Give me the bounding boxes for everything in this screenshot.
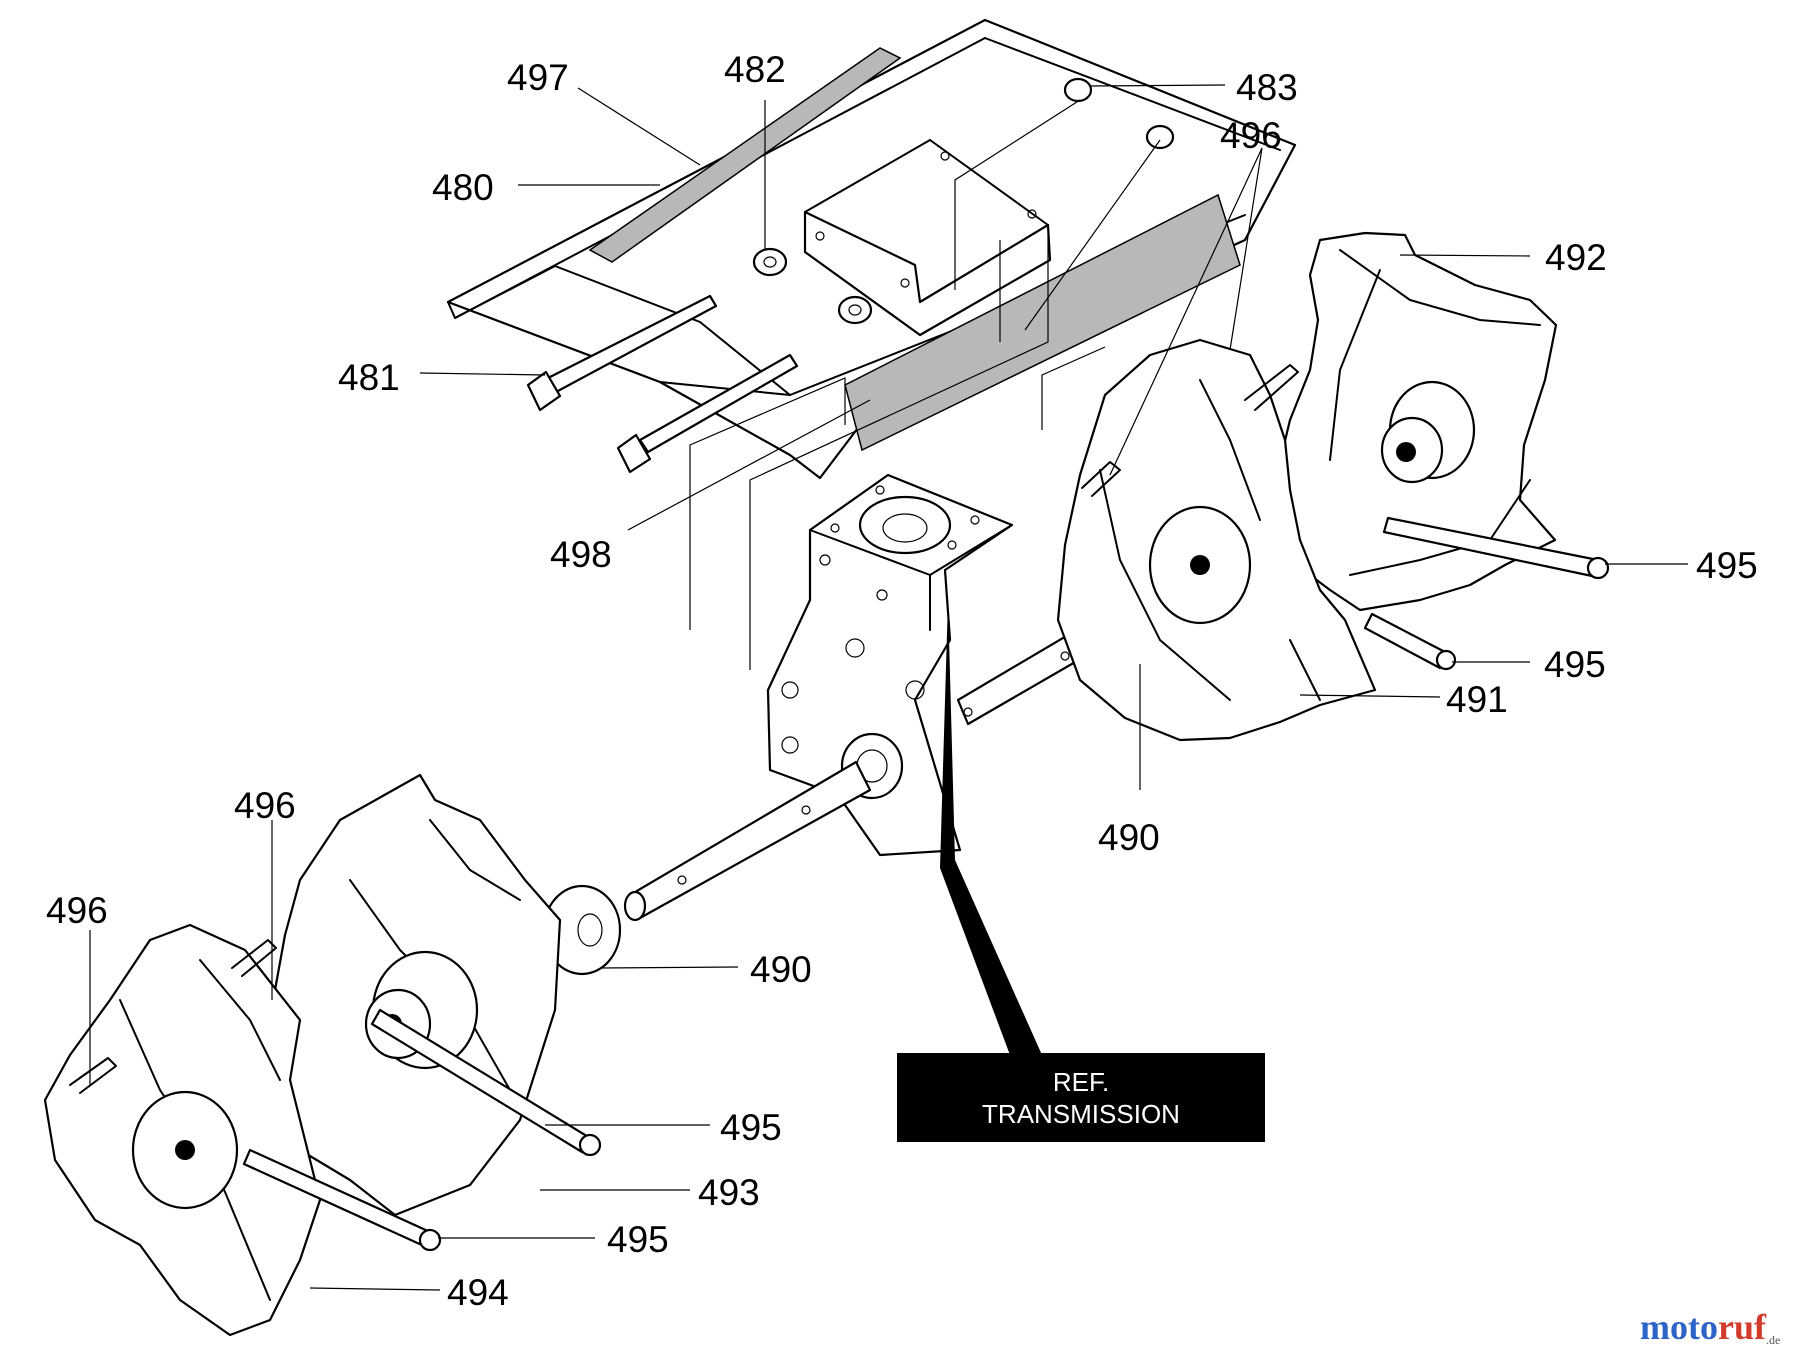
callout-495-d: 495 — [607, 1219, 669, 1260]
callout-482: 482 — [724, 49, 786, 90]
tine-shaft — [623, 623, 1098, 922]
leader-lines — [89, 84, 1688, 1291]
shield-decal — [844, 193, 1241, 452]
washer — [752, 247, 873, 325]
tine-pin-left — [242, 1008, 602, 1252]
lock-nut-upper — [1063, 77, 1175, 150]
tine-pin-right — [1363, 516, 1610, 671]
callout-491: 491 — [1446, 679, 1508, 720]
callout-495-a: 495 — [1696, 545, 1758, 586]
ref-line-1: REF. — [1052, 1066, 1110, 1097]
callout-496-left-a: 496 — [234, 785, 296, 826]
callout-495-b: 495 — [1544, 644, 1606, 685]
callout-492: 492 — [1545, 237, 1607, 278]
watermark-logo: motoruf.de — [1640, 1307, 1781, 1347]
callout-493: 493 — [698, 1172, 760, 1213]
reference-transmission-box: REF. TRANSMISSION — [897, 1053, 1265, 1142]
callout-483: 483 — [1236, 67, 1298, 108]
mounting-bracket — [803, 139, 1052, 337]
callout-481: 481 — [338, 357, 400, 398]
callout-labels: 497 482 483 496 480 492 481 498 495 495 … — [46, 49, 1758, 1313]
right-inner-tine — [1056, 338, 1377, 742]
callout-497: 497 — [507, 57, 569, 98]
callout-494: 494 — [447, 1272, 509, 1313]
callout-495-c: 495 — [720, 1107, 782, 1148]
transmission-housing — [766, 473, 1014, 857]
transmission-frame-tail — [940, 600, 1042, 1055]
right-outer-tine — [1273, 231, 1558, 612]
callout-480: 480 — [432, 167, 494, 208]
left-outer-tine — [43, 923, 322, 1337]
hex-bolt — [526, 294, 799, 474]
callout-490-b: 490 — [750, 949, 812, 990]
callout-496-left-b: 496 — [46, 890, 108, 931]
ref-line-2: TRANSMISSION — [982, 1098, 1180, 1129]
hairpin-clip-right — [1081, 364, 1299, 497]
callout-498: 498 — [550, 534, 612, 575]
callout-490-a: 490 — [1098, 817, 1160, 858]
callout-496-top: 496 — [1220, 115, 1282, 156]
